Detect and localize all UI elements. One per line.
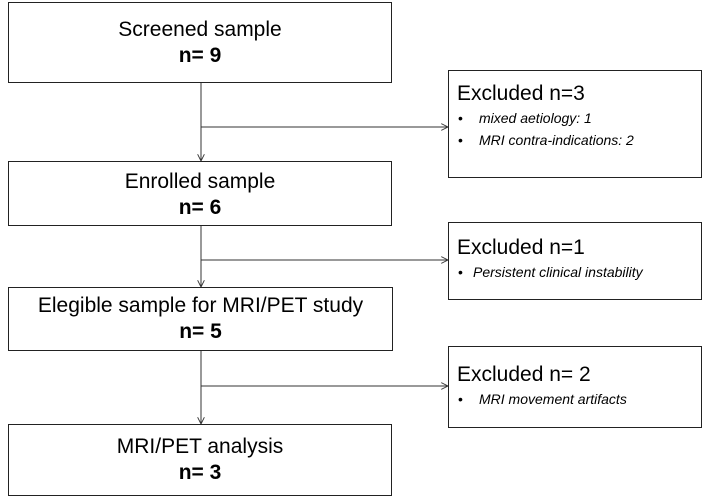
enrolled-sample-box: Enrolled sample n= 6 <box>8 161 392 226</box>
exclusion-box-3: Excluded n= 2 MRI movement artifacts <box>448 346 702 428</box>
analysis-box: MRI/PET analysis n= 3 <box>8 424 392 496</box>
exclusion-reason: MRI movement artifacts <box>457 388 701 410</box>
exclusion-reason: mixed aetiology: 1 <box>457 107 701 129</box>
step-label: MRI/PET analysis <box>116 435 284 458</box>
exclusion-reasons: MRI movement artifacts <box>457 388 701 410</box>
exclusion-reasons: mixed aetiology: 1 MRI contra-indication… <box>457 107 701 151</box>
step-count: n= 9 <box>178 44 222 67</box>
exclusion-title: Excluded n= 2 <box>457 363 591 386</box>
step-count: n= 5 <box>179 320 222 343</box>
exclusion-box-2: Excluded n=1 Persistent clinical instabi… <box>448 222 702 300</box>
step-label: Screened sample <box>118 18 282 41</box>
exclusion-reason: Persistent clinical instability <box>457 261 701 283</box>
step-label: Enrolled sample <box>124 170 276 193</box>
exclusion-title: Excluded n=1 <box>457 236 585 259</box>
exclusion-box-1: Excluded n=3 mixed aetiology: 1 MRI cont… <box>448 70 702 178</box>
step-count: n= 3 <box>178 461 222 484</box>
exclusion-reasons: Persistent clinical instability <box>457 261 701 283</box>
exclusion-reason: MRI contra-indications: 2 <box>457 129 701 151</box>
step-count: n= 6 <box>178 196 222 219</box>
step-label: Elegible sample for MRI/PET study <box>37 294 364 317</box>
screened-sample-box: Screened sample n= 9 <box>8 2 392 83</box>
exclusion-title: Excluded n=3 <box>457 82 585 105</box>
eligible-sample-box: Elegible sample for MRI/PET study n= 5 <box>8 287 393 351</box>
